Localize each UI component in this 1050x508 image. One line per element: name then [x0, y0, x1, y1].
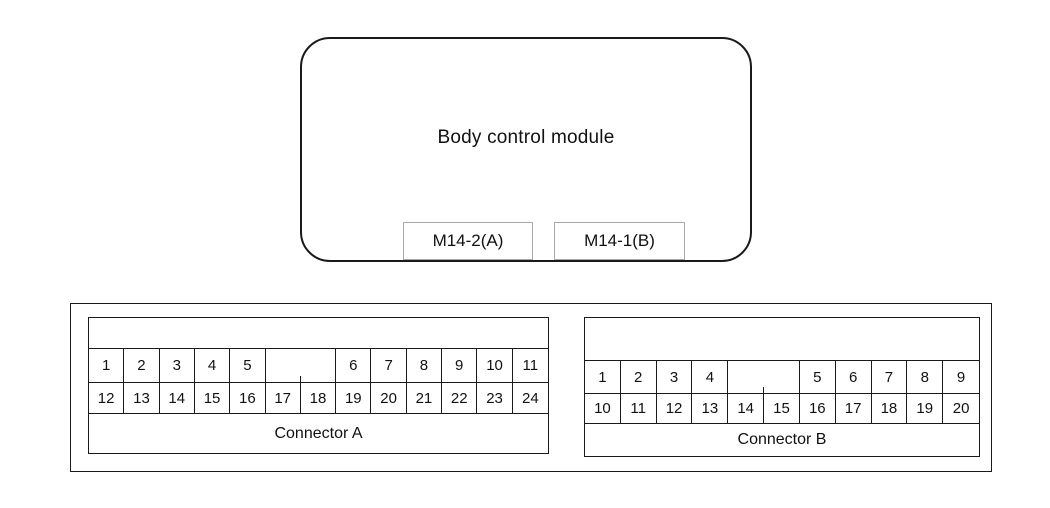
- connector-b-pin-15: 15: [764, 394, 800, 423]
- connector-a-pin-3: 3: [160, 349, 195, 382]
- connector-b-pin-11: 11: [621, 394, 657, 423]
- connector-a-pin-15: 15: [195, 383, 231, 413]
- connector-tag-m14-2a: M14-2(A): [403, 222, 533, 260]
- connector-a-top-strip: [89, 318, 548, 349]
- connector-b-pin-20: 20: [952, 400, 970, 417]
- connector-b-pin-7: 7: [872, 361, 908, 393]
- connector-b-pin-14: 14: [728, 394, 765, 423]
- connector-b-pin-17: 17: [836, 394, 872, 423]
- connector-b-pin-18: 18: [872, 394, 908, 423]
- connector-b-pin-19: 19: [907, 394, 944, 423]
- connector-a-pin-21: 21: [407, 383, 443, 413]
- connector-b-pin-5: 5: [800, 361, 836, 393]
- connector-a-pin-12: 12: [89, 383, 125, 413]
- connector-a-pin-10: 10: [477, 349, 513, 382]
- module-title: Body control module: [437, 127, 615, 148]
- connector-b-pin-gap: [728, 361, 800, 393]
- connector-a-pin-24: 24: [522, 389, 539, 407]
- connector-a-pin-5: 5: [230, 349, 266, 382]
- connector-a-pin-1: 1: [89, 349, 125, 382]
- connector-a-pin-20: 20: [371, 383, 407, 413]
- connector-tag-label-b: M14-1(B): [584, 231, 655, 250]
- connector-a-pin-7: 7: [371, 349, 407, 382]
- connector-a-pin-4: 4: [195, 349, 231, 382]
- connector-a-pin-19: 19: [336, 383, 372, 413]
- connector-a-pin-2: 2: [124, 349, 160, 382]
- connector-a-pin-22: 22: [442, 383, 478, 413]
- body-control-module-box: Body control module M14-2(A) M14-1(B): [300, 37, 752, 262]
- connector-b-pin-6: 6: [836, 361, 872, 393]
- connector-a-pin-13: 13: [124, 383, 160, 413]
- connector-b-pin-12: 12: [657, 394, 693, 423]
- connector-a-pin-17: 17: [266, 383, 301, 413]
- connector-b-label: Connector B: [737, 431, 827, 448]
- connector-a-pin-11: 11: [522, 357, 539, 374]
- connector-tag-m14-1b: M14-1(B): [554, 222, 685, 260]
- connector-b-pin-4: 4: [692, 361, 729, 393]
- connector-a-pin-6: 6: [336, 349, 372, 382]
- connector-a-pin-23: 23: [477, 383, 513, 413]
- connector-b-pin-13: 13: [692, 394, 729, 423]
- connector-a-pin-9: 9: [442, 349, 478, 382]
- connector-a-label: Connector A: [274, 424, 363, 442]
- connector-a-pin-18: 18: [301, 383, 337, 413]
- connector-tag-label-a: M14-2(A): [432, 231, 504, 250]
- connector-b-pin-1: 1: [585, 361, 621, 393]
- connector-a-pin-14: 14: [160, 383, 195, 413]
- connector-b-pin-9: 9: [956, 368, 966, 386]
- connector-b-pin-8: 8: [907, 361, 944, 393]
- connector-b-top-strip: [585, 318, 979, 361]
- connector-b-pin-2: 2: [621, 361, 657, 393]
- connector-b-pin-3: 3: [657, 361, 693, 393]
- connector-a-pin-gap: [266, 349, 337, 382]
- connector-a-pin-16: 16: [230, 383, 266, 413]
- connector-a-pin-8: 8: [407, 349, 443, 382]
- connector-b-pin-10: 10: [585, 394, 621, 423]
- connector-b-pin-16: 16: [800, 394, 836, 423]
